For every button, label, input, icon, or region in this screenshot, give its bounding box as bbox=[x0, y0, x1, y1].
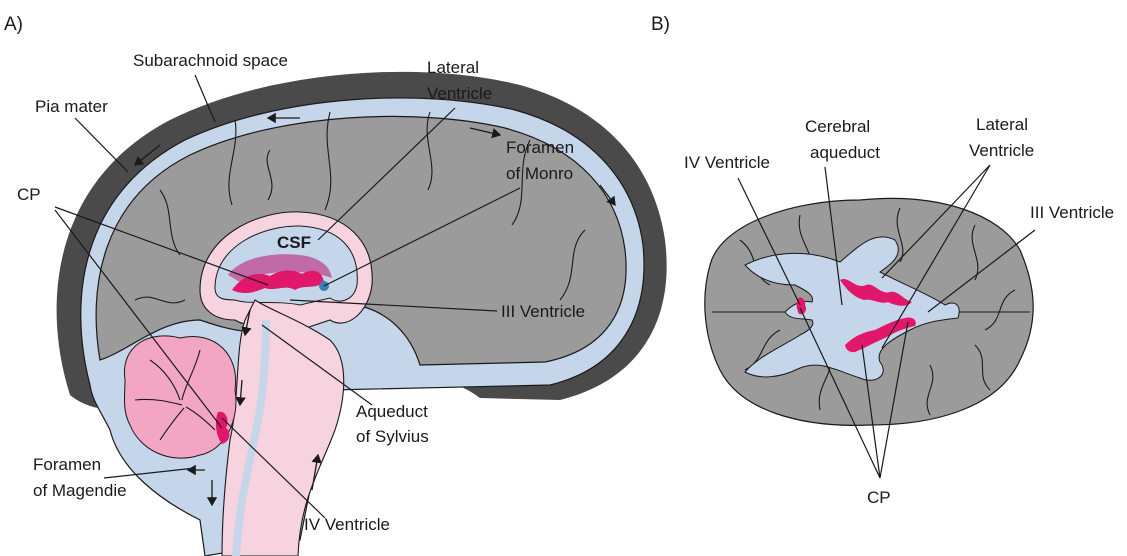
label-foramen-monro-line2: of Monro bbox=[506, 164, 573, 183]
label-fourth-ventricle-b: IV Ventricle bbox=[684, 153, 770, 172]
panel-a-label: A) bbox=[4, 14, 23, 35]
label-lateral-ventricle-line2: Ventricle bbox=[427, 84, 492, 103]
label-cerebral-aqueduct-line2: aqueduct bbox=[810, 143, 880, 162]
label-pia-mater: Pia mater bbox=[35, 97, 108, 116]
panel-b-label: B) bbox=[651, 14, 670, 35]
leader-pia-mater bbox=[75, 118, 128, 172]
label-aqueduct-line2: of Sylvius bbox=[356, 427, 429, 446]
label-subarachnoid-space: Subarachnoid space bbox=[133, 51, 288, 70]
label-lateral-ventricle-b-line1: Lateral bbox=[976, 115, 1028, 134]
label-aqueduct-line1: Aqueduct bbox=[356, 402, 428, 421]
label-cp-b: CP bbox=[867, 488, 891, 507]
label-foramen-magendie-line1: Foramen bbox=[33, 455, 101, 474]
cerebellum bbox=[124, 336, 236, 458]
label-third-ventricle-b: III Ventricle bbox=[1030, 203, 1114, 222]
label-lateral-ventricle-line1: Lateral bbox=[427, 58, 479, 77]
panel-b-dorsal-brain: B) IV Ventricle Cerebral aqueduct Latera… bbox=[651, 14, 1114, 507]
label-foramen-magendie-line2: of Magendie bbox=[33, 481, 127, 500]
label-third-ventricle-a: III Ventricle bbox=[501, 302, 585, 321]
label-cerebral-aqueduct-line1: Cerebral bbox=[805, 117, 870, 136]
label-fourth-ventricle-a: IV Ventricle bbox=[304, 515, 390, 534]
label-foramen-monro-line1: Foramen bbox=[506, 138, 574, 157]
panel-a-sagittal-brain: A) Subarachnoid space Pia mater Lateral … bbox=[4, 14, 667, 556]
label-lateral-ventricle-b-line2: Ventricle bbox=[969, 141, 1034, 160]
label-csf: CSF bbox=[277, 233, 311, 252]
label-cp-a: CP bbox=[17, 185, 41, 204]
